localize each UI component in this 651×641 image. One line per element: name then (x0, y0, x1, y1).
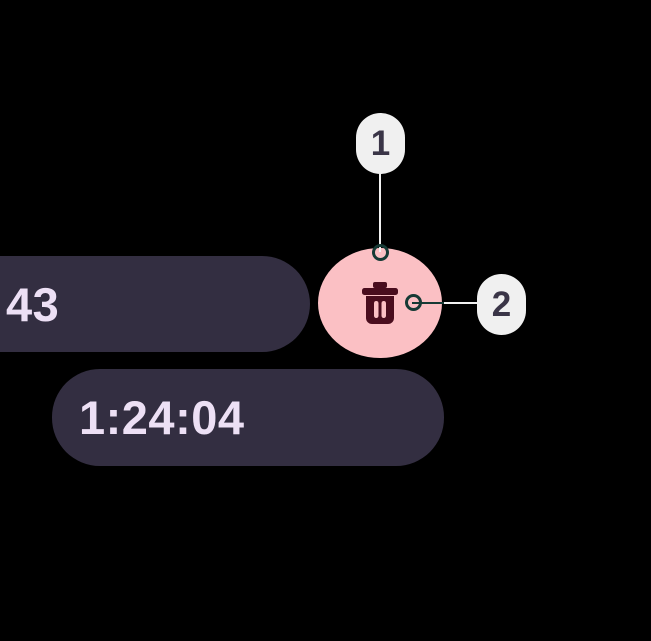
annotation-anchor-2 (405, 294, 422, 311)
annotation-badge-2[interactable]: 2 (477, 274, 526, 335)
leader-line-2 (412, 302, 482, 304)
leader-line-2-inner-segment (412, 302, 444, 304)
annotation-anchor-1 (372, 244, 389, 261)
annotation-badge-1[interactable]: 1 (356, 113, 405, 174)
count-pill-label: 43 (6, 277, 60, 331)
leader-line-1 (379, 160, 381, 252)
trash-icon (359, 280, 401, 326)
annotation-badge-1-label: 1 (370, 123, 391, 163)
timer-pill[interactable]: 1:24:04 (52, 369, 444, 466)
annotation-badge-2-label: 2 (491, 284, 512, 324)
timer-pill-label: 1:24:04 (79, 391, 245, 444)
count-pill[interactable]: 43 (0, 256, 310, 352)
